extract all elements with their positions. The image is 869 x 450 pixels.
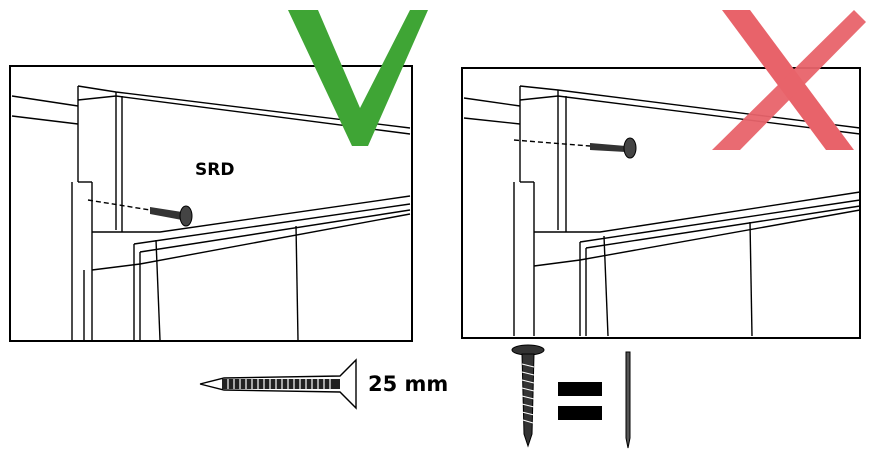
cross-mark-icon bbox=[712, 10, 866, 150]
screw-horizontal-icon bbox=[199, 358, 357, 410]
screw-profile-icon bbox=[625, 351, 631, 449]
screw-misplaced-icon bbox=[590, 137, 637, 159]
correct-installation-panel bbox=[9, 10, 428, 342]
incorrect-installation-panel bbox=[461, 10, 866, 339]
screw-length-label: 25 mm bbox=[368, 372, 449, 396]
check-mark-icon bbox=[288, 10, 428, 146]
srd-label: SRD bbox=[195, 160, 235, 180]
screw-in-place-icon bbox=[150, 205, 193, 227]
equals-sign bbox=[558, 382, 602, 420]
screw-vertical-icon bbox=[511, 344, 545, 448]
